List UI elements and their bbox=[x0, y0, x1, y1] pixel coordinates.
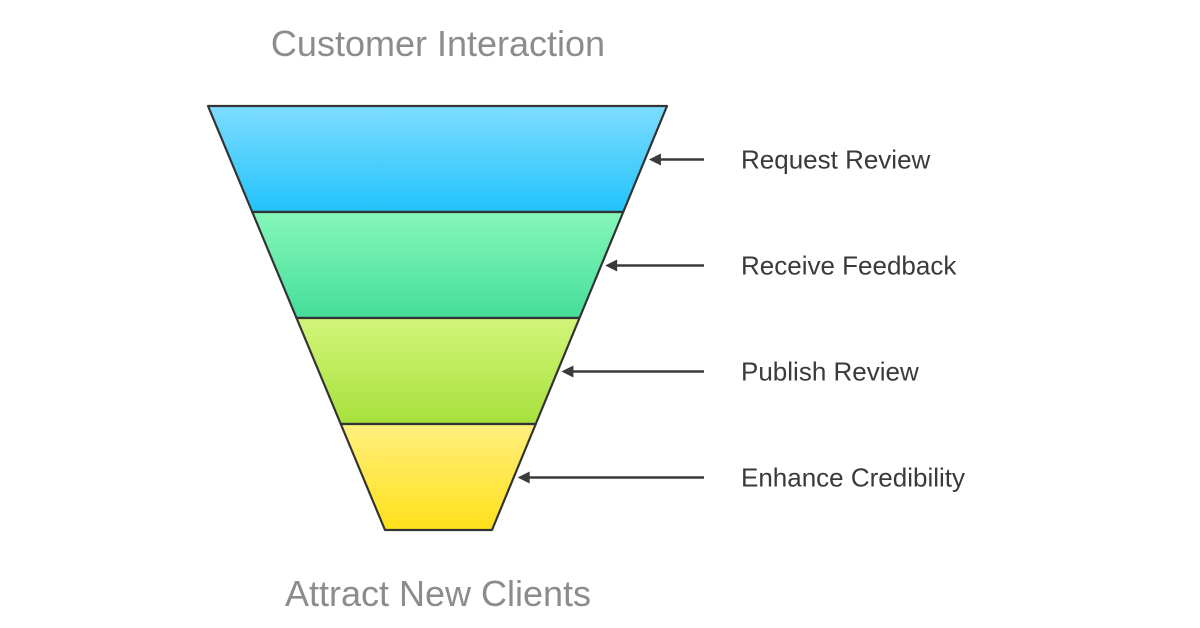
stage-label-1: Request Review bbox=[741, 145, 931, 175]
stage-arrow-head-2 bbox=[605, 259, 618, 272]
stage-label-4: Enhance Credibility bbox=[741, 463, 965, 493]
stage-arrow-head-3 bbox=[561, 365, 574, 378]
funnel-segment-4 bbox=[339, 422, 537, 532]
funnel-bottom-label: Attract New Clients bbox=[285, 573, 591, 614]
stage-arrow-head-4 bbox=[517, 471, 530, 484]
stage-label-2: Receive Feedback bbox=[741, 251, 957, 281]
funnel-segment-3 bbox=[295, 316, 581, 426]
stage-label-3: Publish Review bbox=[741, 357, 919, 387]
stage-arrow-head-1 bbox=[648, 153, 661, 166]
funnel-top-label: Customer Interaction bbox=[271, 23, 605, 64]
funnel-segment-1 bbox=[206, 104, 669, 214]
funnel-segment-2 bbox=[251, 210, 625, 320]
